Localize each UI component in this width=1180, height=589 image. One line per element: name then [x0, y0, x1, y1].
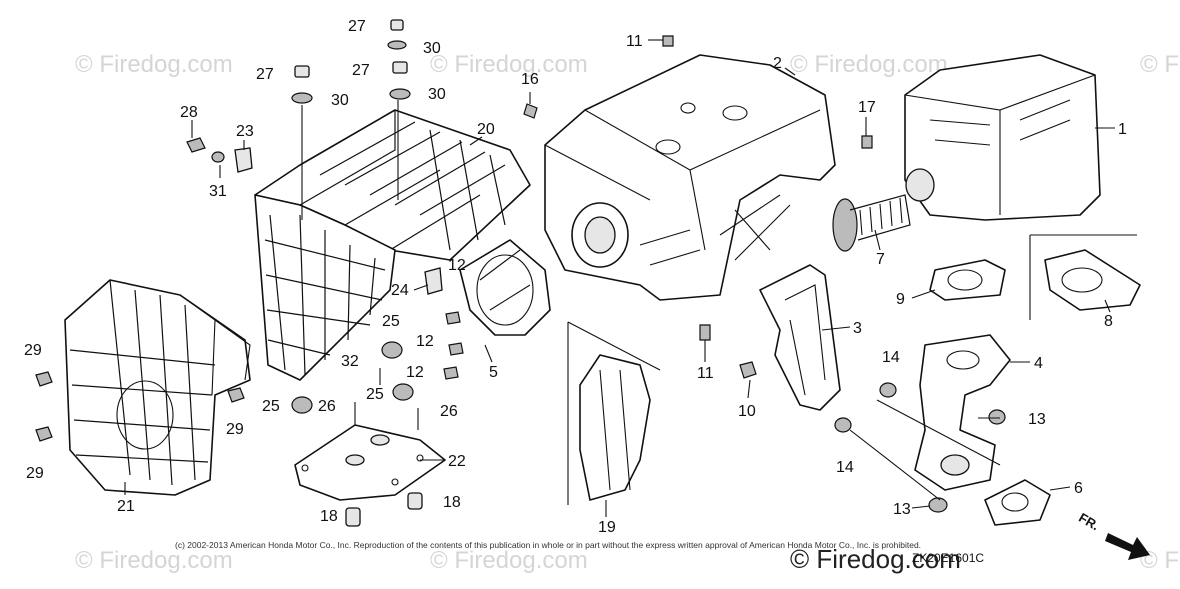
front-direction-indicator: FR.: [1076, 510, 1150, 560]
callout-25b: 25: [262, 398, 280, 415]
front-arrow-icon: [1105, 533, 1150, 560]
callout-27b: 27: [256, 66, 274, 83]
part-22-base-plate: [294, 424, 446, 501]
callout-27c: 27: [352, 62, 370, 79]
callout-29a: 29: [24, 342, 42, 359]
callout-11b: 11: [697, 365, 714, 382]
callout-14a: 14: [882, 349, 900, 366]
callout-2: 2: [773, 55, 782, 72]
firedog-watermark: © Firedog.com: [790, 544, 961, 574]
part-4-exhaust-pipe: [914, 334, 1011, 491]
callout-6: 6: [1074, 480, 1083, 497]
callout-19: 19: [598, 519, 616, 536]
part-5-air-guide: [459, 239, 551, 336]
callout-9: 9: [896, 291, 905, 308]
part-21-side-shroud: [64, 279, 251, 496]
part-19-cover: [567, 321, 661, 505]
callout-8: 8: [1104, 313, 1113, 330]
callout-30b: 30: [331, 92, 349, 109]
part-9-gasket: [929, 259, 1006, 301]
part-2-muffler-cover: [544, 54, 836, 301]
part-7-spark-arrester: [832, 194, 911, 252]
callout-20: 20: [477, 121, 495, 138]
part-3-bracket: [759, 264, 841, 411]
callout-30a: 30: [423, 40, 441, 57]
watermark-text: © Firedog.com: [430, 547, 588, 574]
callout-14b: 14: [836, 459, 854, 476]
callout-13b: 13: [893, 501, 911, 518]
callout-22: 22: [448, 453, 466, 470]
callout-12b: 12: [416, 333, 434, 350]
callout-12a: 12: [448, 257, 466, 274]
callout-23: 23: [236, 123, 254, 140]
callout-13a: 13: [1028, 411, 1046, 428]
callout-29c: 29: [226, 421, 244, 438]
callout-18a: 18: [320, 508, 338, 525]
callout-26a: 26: [318, 398, 336, 415]
callout-12c: 12: [406, 364, 424, 381]
callout-24: 24: [391, 282, 409, 299]
callout-29b: 29: [26, 465, 44, 482]
callout-26b: 26: [440, 403, 458, 420]
hardware-group: [35, 19, 1006, 527]
watermark-text: © Firedog.com: [430, 51, 588, 78]
part-6-gasket: [984, 479, 1051, 526]
callout-30c: 30: [428, 86, 446, 103]
callout-25a: 25: [382, 313, 400, 330]
callout-27a: 27: [348, 18, 366, 35]
part-1-muffler: [904, 54, 1101, 221]
leader-lines: [124, 39, 1115, 517]
callout-11a: 11: [626, 33, 643, 50]
callout-1: 1: [1118, 121, 1127, 138]
callout-5: 5: [489, 364, 498, 381]
part-8-gasket: [1044, 249, 1141, 311]
callout-7: 7: [876, 251, 885, 268]
callout-31: 31: [209, 183, 227, 200]
callout-10: 10: [738, 403, 756, 420]
watermark-layer: © Firedog.com © Firedog.com © Firedog.co…: [75, 51, 1180, 574]
watermark-text: © Firedog.com: [1140, 51, 1180, 78]
callout-18b: 18: [443, 494, 461, 511]
callout-16: 16: [521, 71, 539, 88]
callout-labels: 1 2 3 4 5 6 7 8 9 10 11 11 12 12 12 13 1…: [24, 18, 1127, 536]
watermark-text: © Firedog.com: [75, 547, 233, 574]
callout-3: 3: [853, 320, 862, 337]
callout-4: 4: [1034, 355, 1043, 372]
watermark-text: © Firedog.com: [790, 51, 948, 78]
callout-17: 17: [858, 99, 876, 116]
watermark-text: © Firedog.com: [75, 51, 233, 78]
callout-28: 28: [180, 104, 198, 121]
callout-21: 21: [117, 498, 135, 515]
callout-32: 32: [341, 353, 359, 370]
front-label: FR.: [1076, 510, 1102, 533]
callout-25c: 25: [366, 386, 384, 403]
part-20-upper-shroud: [254, 100, 531, 381]
diagram-code: ZK20E1601C: [912, 551, 984, 565]
copyright-notice: (c) 2002-2013 American Honda Motor Co., …: [175, 540, 921, 550]
